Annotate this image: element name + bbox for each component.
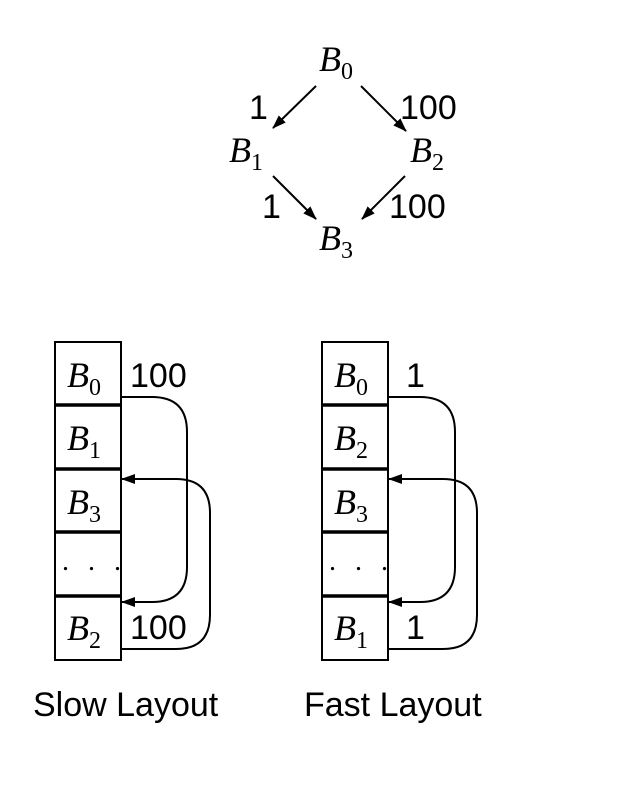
slow-layout-jump-b0-to-b2 <box>121 396 188 607</box>
slow-layout-caption: Slow Layout <box>33 686 219 724</box>
graph-node-b0: B0 <box>319 39 353 85</box>
slow-layout-cell-2: B1 <box>67 418 101 464</box>
fast-layout-jump-b1-to-b3 <box>388 474 478 650</box>
fast-layout-jump-b0-to-b1 <box>388 396 456 607</box>
slow-layout-block-stack <box>54 341 122 661</box>
graph-edge-b0-b1 <box>272 85 317 129</box>
graph-edge-b0-b2 <box>360 85 407 132</box>
fast-layout-top-weight: 1 <box>406 357 425 395</box>
fast-layout-bottom-weight: 1 <box>406 609 425 647</box>
graph-edge-b1-b3 <box>272 175 317 220</box>
graph-node-b1: B1 <box>229 130 263 176</box>
edge-weight-b2-b3: 100 <box>389 188 446 226</box>
graph-node-b2: B2 <box>410 130 444 176</box>
slow-layout-cell-1: B0 <box>67 355 101 401</box>
edge-weight-b0-b2: 100 <box>400 89 457 127</box>
graph-edge-b2-b3 <box>361 175 406 220</box>
fast-layout-ellipsis: . . . <box>329 546 394 577</box>
fast-layout: B0 B2 B3 . . . B1 1 1 Fast Layout <box>304 341 482 724</box>
fast-layout-cell-5: B1 <box>334 608 368 654</box>
fast-layout-cell-3: B3 <box>334 482 368 528</box>
control-flow-graph: B0 B1 B2 B3 1 100 1 100 <box>229 39 457 264</box>
slow-layout-cell-3: B3 <box>67 482 101 528</box>
slow-layout: B0 B1 B3 . . . B2 100 100 Slow Layout <box>33 341 219 724</box>
slow-layout-cell-5: B2 <box>67 608 101 654</box>
slow-layout-bottom-weight: 100 <box>130 609 187 647</box>
slow-layout-jump-b2-to-b3 <box>121 474 211 650</box>
fast-layout-cell-2: B2 <box>334 418 368 464</box>
fast-layout-caption: Fast Layout <box>304 686 482 724</box>
fast-layout-cell-1: B0 <box>334 355 368 401</box>
graph-node-b3: B3 <box>319 218 353 264</box>
slow-layout-ellipsis: . . . <box>62 546 127 577</box>
edge-weight-b1-b3: 1 <box>262 188 281 226</box>
edge-weight-b0-b1: 1 <box>249 89 268 127</box>
slow-layout-top-weight: 100 <box>130 357 187 395</box>
fast-layout-block-stack <box>321 341 389 661</box>
